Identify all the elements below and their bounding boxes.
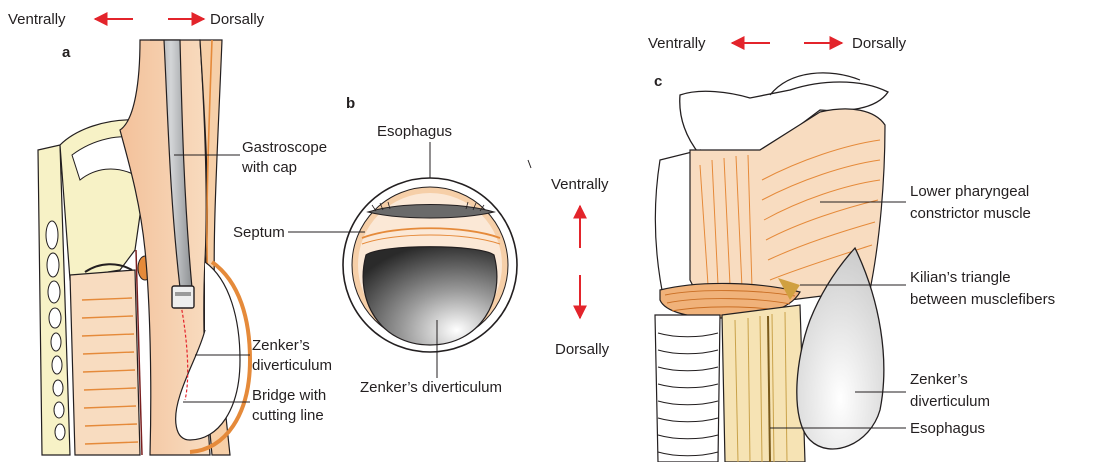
label-kilian-line1: Kilian’s triangle bbox=[910, 269, 1011, 286]
label-esophagus-b: Esophagus bbox=[377, 123, 452, 140]
gastroscope-cap bbox=[172, 286, 194, 308]
label-kilian-line2: between musclefibers bbox=[910, 291, 1055, 308]
panel-c-direction-dorsally: Dorsally bbox=[852, 35, 907, 52]
label-gastroscope-line1: Gastroscope bbox=[242, 139, 327, 156]
label-gastroscope-line2: with cap bbox=[241, 159, 297, 176]
label-esophagus-c: Esophagus bbox=[910, 420, 985, 437]
panel-a-direction-dorsally: Dorsally bbox=[210, 11, 265, 28]
label-zenker-c-line2: diverticulum bbox=[910, 393, 990, 410]
label-lower-constrictor-line2: constrictor muscle bbox=[910, 205, 1031, 222]
panel-b-direction-dorsally: Dorsally bbox=[555, 341, 610, 358]
label-bridge-line2: cutting line bbox=[252, 407, 324, 424]
label-septum: Septum bbox=[233, 224, 285, 241]
panel-c: Ventrally Dorsally c bbox=[648, 35, 1055, 462]
tick-mark bbox=[528, 160, 531, 168]
panel-b-direction-ventrally: Ventrally bbox=[551, 176, 609, 193]
label-bridge-line1: Bridge with bbox=[252, 387, 326, 404]
panel-c-direction-ventrally: Ventrally bbox=[648, 35, 706, 52]
label-lower-constrictor-line1: Lower pharyngeal bbox=[910, 183, 1029, 200]
label-zenker-b: Zenker’s diverticulum bbox=[360, 379, 502, 396]
gastroscope-cap-band bbox=[175, 292, 191, 296]
panel-a-direction-ventrally: Ventrally bbox=[8, 11, 66, 28]
panel-b-letter: b bbox=[346, 95, 355, 112]
label-zenker-a-line1: Zenker’s bbox=[252, 337, 310, 354]
panel-a-letter: a bbox=[62, 44, 71, 61]
label-zenker-c-line1: Zenker’s bbox=[910, 371, 968, 388]
label-zenker-a-line2: diverticulum bbox=[252, 357, 332, 374]
panel-c-letter: c bbox=[654, 73, 662, 90]
esophagus-c bbox=[722, 305, 805, 462]
